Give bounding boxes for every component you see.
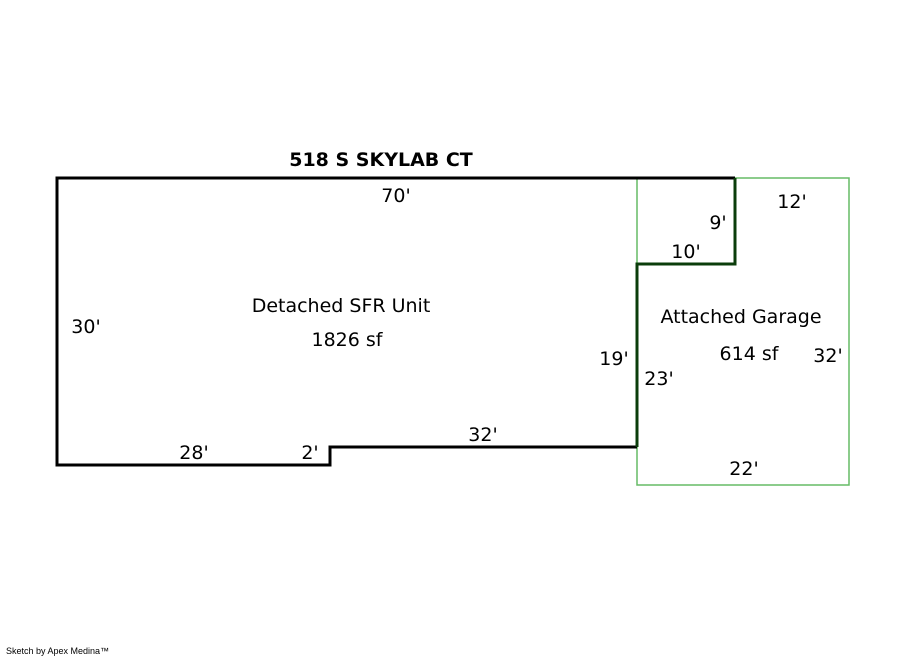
dim-step: 2' (301, 442, 318, 464)
dim-garage-bottom: 22' (729, 458, 758, 480)
dim-notch-vertical: 9' (709, 212, 726, 234)
dim-inner-vertical: 19' (599, 348, 628, 370)
dim-left: 30' (71, 316, 100, 338)
garage-area-size: 614 sf (720, 343, 780, 365)
main-area-name: Detached SFR Unit (252, 295, 431, 317)
main-area-size: 1826 sf (312, 329, 384, 351)
sketch-credit: Sketch by Apex Medina™ (6, 646, 110, 656)
dim-bottom-mid: 32' (468, 424, 497, 446)
dim-garage-right: 32' (813, 345, 842, 367)
garage-outline (636, 177, 850, 486)
dim-garage-top: 12' (777, 191, 806, 213)
property-address: 518 S SKYLAB CT (289, 149, 473, 171)
dim-bottom-left: 28' (179, 442, 208, 464)
dim-top: 70' (381, 185, 410, 207)
garage-area-name: Attached Garage (660, 306, 821, 328)
main-unit-outline (55, 176, 735, 467)
dim-garage-left: 23' (644, 368, 673, 390)
dim-notch-horizontal: 10' (671, 241, 700, 263)
shared-wall (635, 178, 737, 447)
